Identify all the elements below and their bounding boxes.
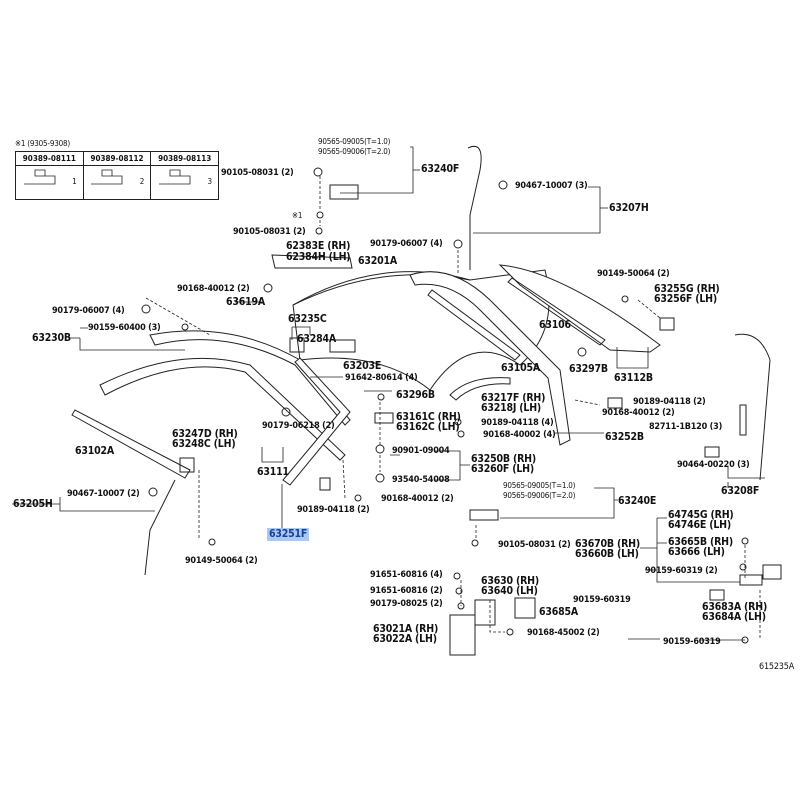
part-label[interactable]: 63207H: [609, 202, 649, 214]
part-label[interactable]: 63021A (RH): [373, 623, 439, 635]
part-label[interactable]: 90105-08031 (2): [498, 540, 571, 550]
part-label[interactable]: 63201A: [358, 255, 397, 267]
part-label[interactable]: 90159-60400 (3): [88, 323, 161, 333]
part-label[interactable]: 90189-04118 (4): [481, 418, 554, 428]
part-label[interactable]: 63619A: [226, 296, 265, 308]
shim-part-number: 90389-08113: [151, 152, 219, 166]
part-label[interactable]: 63230B: [32, 332, 71, 344]
part-label[interactable]: 63218J (LH): [481, 402, 542, 414]
note-table-title: ※1 (9305-9308): [15, 139, 70, 148]
part-label[interactable]: 90467-10007 (3): [515, 181, 588, 191]
part-label[interactable]: 63208F: [721, 485, 760, 497]
part-label[interactable]: 63248C (LH): [172, 438, 236, 450]
part-label[interactable]: 63665B (RH): [668, 536, 733, 548]
part-label[interactable]: 63666 (LH): [668, 546, 725, 558]
part-label[interactable]: 90159-60319 (2): [645, 566, 718, 576]
part-label[interactable]: 64745G (RH): [668, 509, 734, 521]
part-label[interactable]: 90565-09005(T=1.0): [503, 481, 576, 490]
shim-column: 90389-08112 2: [83, 152, 152, 199]
part-label[interactable]: 90168-45002 (2): [527, 628, 600, 638]
part-label[interactable]: 63161C (RH): [396, 411, 461, 423]
part-label[interactable]: 63250B (RH): [471, 453, 536, 465]
part-label[interactable]: 90168-40012 (2): [381, 494, 454, 504]
part-label[interactable]: 63296B: [396, 389, 435, 401]
part-label[interactable]: 93540-54008: [392, 475, 450, 485]
part-label[interactable]: 90565-09006(T=2.0): [318, 147, 391, 156]
part-label[interactable]: 63630 (RH): [481, 575, 539, 587]
part-label[interactable]: 63670B (RH): [575, 538, 640, 550]
part-label[interactable]: 91651-60816 (4): [370, 570, 443, 580]
part-label[interactable]: 63660B (LH): [575, 548, 639, 560]
part-label[interactable]: 63684A (LH): [702, 611, 766, 623]
part-label[interactable]: 63252B: [605, 431, 644, 443]
shim-thickness: 3: [207, 177, 213, 186]
part-label[interactable]: 63297B: [569, 363, 608, 375]
part-label[interactable]: 63105A: [501, 362, 540, 374]
part-label[interactable]: 82711-1B120 (3): [649, 422, 723, 432]
part-label[interactable]: 62384H (LH): [286, 251, 351, 263]
part-label[interactable]: 63240E: [618, 495, 657, 507]
part-label[interactable]: 62383E (RH): [286, 240, 351, 252]
part-label[interactable]: 63640 (LH): [481, 585, 538, 597]
part-label[interactable]: 90179-08025 (2): [370, 599, 443, 609]
part-label[interactable]: 90105-08031 (2): [221, 168, 294, 178]
part-label[interactable]: 63240F: [421, 163, 460, 175]
part-label[interactable]: 90168-40012 (2): [602, 408, 675, 418]
part-label[interactable]: 63106: [539, 319, 571, 331]
part-label[interactable]: 91642-80614 (4): [345, 373, 418, 383]
part-label[interactable]: 90565-09006(T=2.0): [503, 491, 576, 500]
shim-thickness-table: 90389-08111 1 90389-08112 2 90389-08113 3: [15, 151, 219, 200]
part-label[interactable]: 90149-50064 (2): [597, 269, 670, 279]
part-label[interactable]: 63205H: [13, 498, 53, 510]
part-label[interactable]: 63260F (LH): [471, 463, 534, 475]
part-label[interactable]: 90467-10007 (2): [67, 489, 140, 499]
part-label[interactable]: 63255G (RH): [654, 283, 720, 295]
part-label[interactable]: 63111: [257, 466, 289, 478]
figure-id: 615235A: [759, 662, 795, 672]
part-label[interactable]: 90901-09004: [392, 446, 450, 456]
part-label[interactable]: ※1: [292, 211, 303, 220]
part-label[interactable]: 90565-09005(T=1.0): [318, 137, 391, 146]
part-label[interactable]: 90464-00220 (3): [677, 460, 750, 470]
part-label[interactable]: 63102A: [75, 445, 114, 457]
part-label[interactable]: 63683A (RH): [702, 601, 768, 613]
part-label[interactable]: 63203E: [343, 360, 382, 372]
part-label[interactable]: 90105-08031 (2): [233, 227, 306, 237]
shim-thickness: 2: [139, 177, 145, 186]
part-label[interactable]: 90159-60319: [663, 637, 721, 647]
part-label[interactable]: 90179-06218 (2): [262, 421, 335, 431]
shim-column: 90389-08113 3: [151, 152, 219, 199]
shim-part-number: 90389-08111: [16, 152, 83, 166]
part-label[interactable]: 63112B: [614, 372, 653, 384]
part-label[interactable]: 63247D (RH): [172, 428, 238, 440]
part-label[interactable]: 63235C: [288, 313, 327, 325]
part-label[interactable]: 90159-60319: [573, 595, 631, 605]
part-label[interactable]: 90149-50064 (2): [185, 556, 258, 566]
selected-part-label[interactable]: 63251F: [267, 528, 310, 541]
part-label[interactable]: 90189-04118 (2): [633, 397, 706, 407]
part-label[interactable]: 90168-40002 (4): [483, 430, 556, 440]
part-label[interactable]: 91651-60816 (2): [370, 586, 443, 596]
part-label[interactable]: 90189-04118 (2): [297, 505, 370, 515]
part-label[interactable]: 90179-06007 (4): [52, 306, 125, 316]
part-label[interactable]: 90179-06007 (4): [370, 239, 443, 249]
shim-thickness: 1: [72, 177, 77, 186]
part-label[interactable]: 63217F (RH): [481, 392, 546, 404]
part-label[interactable]: 63022A (LH): [373, 633, 437, 645]
shim-part-number: 90389-08112: [83, 152, 151, 166]
part-label[interactable]: 64746E (LH): [668, 519, 731, 531]
part-label[interactable]: 63256F (LH): [654, 293, 717, 305]
shim-column: 90389-08111 1: [16, 152, 84, 199]
part-label[interactable]: 90168-40012 (2): [177, 284, 250, 294]
part-label[interactable]: 63685A: [539, 606, 578, 618]
part-label[interactable]: 63162C (LH): [396, 421, 460, 433]
part-label[interactable]: 63284A: [297, 333, 336, 345]
